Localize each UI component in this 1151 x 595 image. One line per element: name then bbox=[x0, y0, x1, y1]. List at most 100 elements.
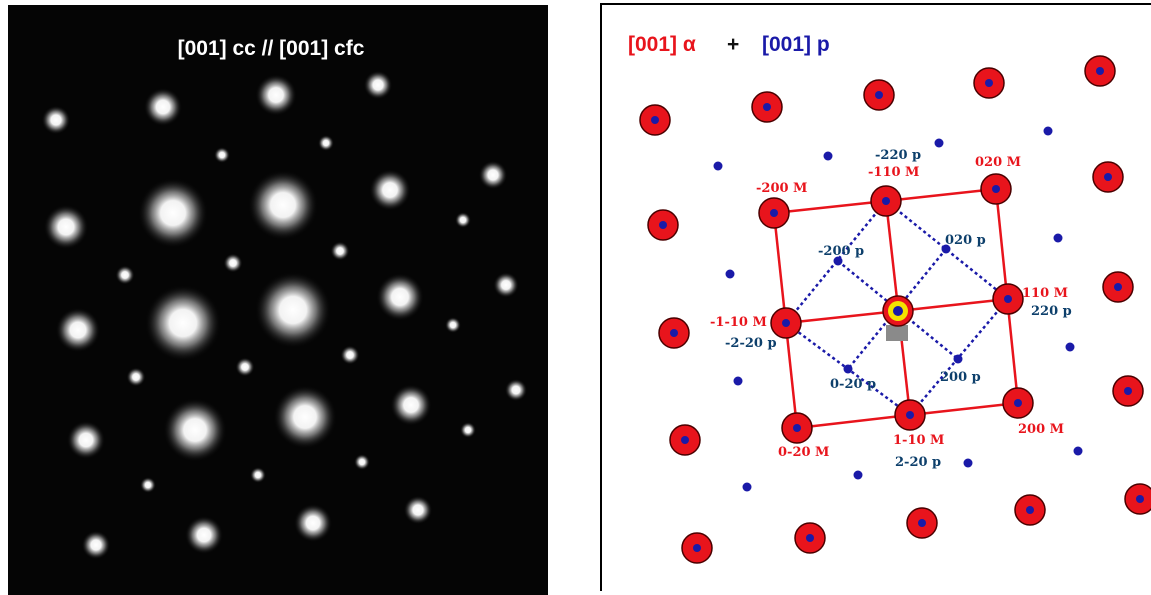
diffraction-spot bbox=[478, 160, 508, 190]
diffraction-spot bbox=[445, 317, 461, 333]
diffraction-spot bbox=[247, 169, 319, 241]
diffraction-spot bbox=[115, 265, 135, 285]
diffraction-spot bbox=[184, 515, 224, 555]
p-spot bbox=[843, 364, 853, 374]
label-p-2-20: -2-20 p bbox=[725, 336, 777, 351]
diffraction-spot bbox=[137, 177, 209, 249]
alpha-spot-center bbox=[992, 185, 1000, 193]
label-p-2-20-bottom: 2-20 p bbox=[895, 455, 941, 470]
diffraction-spot bbox=[140, 477, 156, 493]
alpha-spot-center bbox=[1026, 506, 1034, 514]
diffraction-spot bbox=[43, 204, 89, 250]
alpha-spot-center bbox=[670, 329, 678, 337]
alpha-spot-center bbox=[1014, 399, 1022, 407]
diffraction-spot bbox=[223, 253, 243, 273]
legend-p-label: [001] p bbox=[762, 33, 830, 56]
p-spot bbox=[1053, 233, 1063, 243]
legend-alpha-label: [001] α bbox=[628, 33, 696, 56]
alpha-spot-center bbox=[1096, 67, 1104, 75]
label-p-200: 200 p bbox=[940, 370, 981, 385]
indexed-pattern: [001] α + [001] p bbox=[600, 3, 1151, 591]
diffraction-spot bbox=[330, 241, 350, 261]
diffraction-spot bbox=[455, 212, 471, 228]
diffraction-spot bbox=[163, 398, 227, 462]
alpha-spot-center bbox=[651, 116, 659, 124]
label-p-0-20: 0-20 p bbox=[830, 377, 876, 392]
p-spot bbox=[733, 376, 743, 386]
diffraction-spot bbox=[66, 420, 106, 460]
p-spot bbox=[853, 470, 863, 480]
p-spot bbox=[742, 482, 752, 492]
diffraction-spot bbox=[254, 271, 332, 349]
diffraction-spot bbox=[293, 503, 333, 543]
p-spot bbox=[963, 458, 973, 468]
diffraction-spot bbox=[235, 357, 255, 377]
alpha-spot-center bbox=[659, 221, 667, 229]
diffraction-spot bbox=[369, 169, 411, 211]
diffraction-spot bbox=[318, 135, 334, 151]
p-spot bbox=[934, 138, 944, 148]
p-spot bbox=[823, 151, 833, 161]
p-spot bbox=[833, 256, 843, 266]
diffraction-image-panel: [001] cc // [001] cfc bbox=[8, 5, 548, 595]
diffraction-spot bbox=[255, 74, 297, 116]
alpha-spot-center bbox=[882, 197, 890, 205]
alpha-spot-center bbox=[875, 91, 883, 99]
label-m-110-right: 110 M bbox=[1022, 286, 1068, 301]
diffraction-spot bbox=[144, 284, 222, 362]
center-spot bbox=[882, 295, 914, 341]
diffraction-spot bbox=[460, 422, 476, 438]
alpha-spot-center bbox=[985, 79, 993, 87]
legend-plus: + bbox=[727, 33, 739, 56]
p-spot bbox=[1073, 446, 1083, 456]
diffraction-spot bbox=[81, 530, 111, 560]
alpha-spot-center bbox=[782, 319, 790, 327]
indexed-pattern-panel: [001] α + [001] p bbox=[600, 3, 1151, 591]
alpha-spot-center bbox=[1124, 387, 1132, 395]
diffraction-spot bbox=[403, 495, 433, 525]
label-m-110: -110 M bbox=[868, 165, 919, 180]
alpha-spot-center bbox=[763, 103, 771, 111]
label-m-200: -200 M bbox=[756, 181, 807, 196]
diffraction-spot bbox=[376, 273, 424, 321]
alpha-spot-center bbox=[770, 209, 778, 217]
label-m-020: 020 M bbox=[975, 155, 1021, 170]
label-p-200-left: -200 p bbox=[818, 244, 864, 259]
diffraction-spot bbox=[55, 307, 101, 353]
alpha-spot-center bbox=[1004, 295, 1012, 303]
diffraction-spot bbox=[363, 70, 393, 100]
alpha-spot-center bbox=[906, 411, 914, 419]
p-spot bbox=[713, 161, 723, 171]
diffraction-spot bbox=[504, 378, 528, 402]
alpha-spot-center bbox=[1104, 173, 1112, 181]
label-m-1-10: 1-10 M bbox=[893, 433, 944, 448]
p-spot bbox=[1043, 126, 1053, 136]
label-p-220-top: -220 p bbox=[875, 148, 921, 163]
label-m-200-right: 200 M bbox=[1018, 422, 1064, 437]
alpha-spot-center bbox=[693, 544, 701, 552]
alpha-spot-center bbox=[1114, 283, 1122, 291]
diffraction-spot bbox=[340, 345, 360, 365]
p-spot bbox=[1065, 342, 1075, 352]
diffraction-spot bbox=[493, 272, 519, 298]
alpha-spots bbox=[639, 55, 1151, 564]
label-m-0-20: 0-20 M bbox=[778, 445, 829, 460]
alpha-spot-center bbox=[1136, 495, 1144, 503]
alpha-spot-center bbox=[681, 436, 689, 444]
diffraction-spot bbox=[214, 147, 230, 163]
diffraction-spot bbox=[354, 454, 370, 470]
diffraction-spot bbox=[390, 384, 432, 426]
diffraction-spot bbox=[250, 467, 266, 483]
p-spot bbox=[941, 244, 951, 254]
diffraction-image: [001] cc // [001] cfc bbox=[8, 5, 548, 595]
p-spot bbox=[725, 269, 735, 279]
diffraction-title: [001] cc // [001] cfc bbox=[178, 37, 365, 60]
alpha-spot-center bbox=[806, 534, 814, 542]
diffraction-spot bbox=[41, 105, 71, 135]
label-p-020: 020 p bbox=[945, 233, 986, 248]
diffraction-spots bbox=[41, 70, 528, 560]
alpha-spot-center bbox=[793, 424, 801, 432]
diffraction-spot bbox=[143, 87, 183, 127]
p-spot bbox=[953, 354, 963, 364]
diffraction-spot bbox=[273, 385, 337, 449]
